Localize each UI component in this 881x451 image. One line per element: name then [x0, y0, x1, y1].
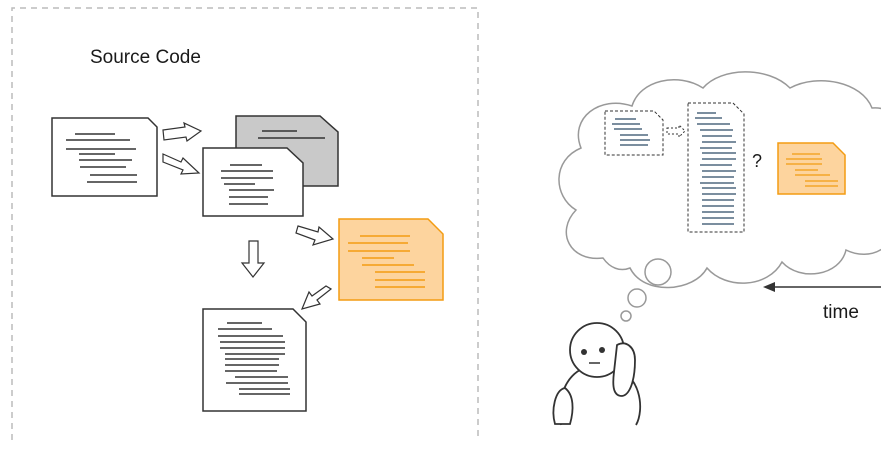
source-code-title: Source Code [90, 47, 201, 68]
time-label: time [823, 302, 859, 323]
thought-bubble-small [620, 310, 632, 322]
arrow-left-icon [300, 285, 333, 310]
source-code-panel: Source Code [11, 7, 479, 440]
original-document [51, 117, 158, 197]
recalled-long-file [687, 102, 745, 233]
thought-bubble-large [644, 258, 672, 286]
copy-arrows [162, 121, 203, 175]
arrow-right-icon [162, 121, 203, 143]
person-eye-left [581, 349, 587, 355]
recalled-modified-snippet [777, 142, 846, 195]
thought-bubble-medium [627, 288, 647, 308]
arrow-right-icon [295, 225, 335, 246]
time-axis: time [763, 282, 881, 323]
thought-bubbles [620, 258, 672, 322]
copied-document [202, 147, 304, 217]
recalled-snippet [604, 110, 664, 156]
merged-document [202, 308, 307, 412]
person-hand [612, 342, 636, 397]
dashed-arrow-icon [666, 123, 686, 139]
person-arm [552, 387, 574, 425]
thinking-person-icon [552, 322, 642, 426]
person-eye-right [599, 347, 605, 353]
arrow-left-icon [763, 282, 775, 292]
arrow-right-icon [162, 153, 201, 175]
arrow-down-icon [240, 240, 266, 278]
original-document-lines [66, 133, 137, 183]
modified-document [338, 218, 444, 301]
question-mark: ? [752, 151, 762, 171]
dashed-frame [11, 7, 479, 440]
